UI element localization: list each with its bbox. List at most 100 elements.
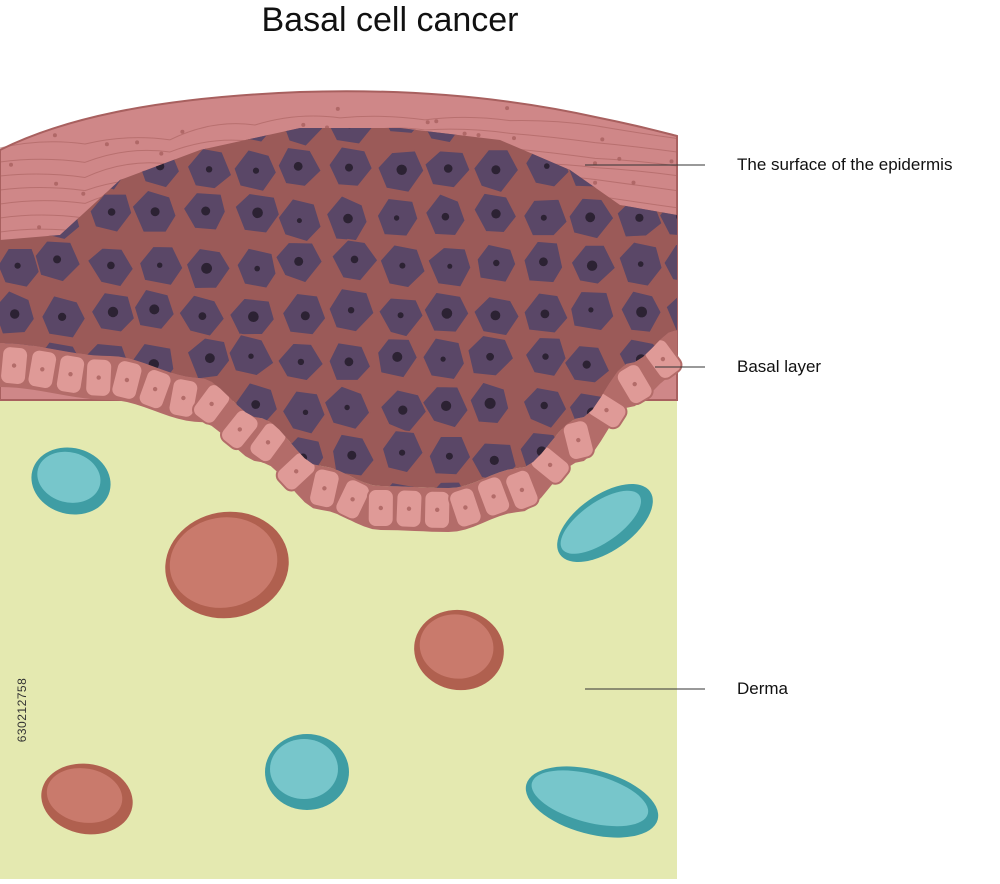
tumor-cell — [330, 238, 379, 282]
basal-cell — [26, 348, 59, 390]
epidermis-dot — [81, 191, 86, 196]
basal-cell-nucleus — [519, 487, 525, 493]
basal-cell-nucleus — [322, 486, 327, 491]
basal-cell — [167, 377, 200, 419]
tumor-cell-nucleus — [398, 405, 408, 415]
tumor-cell-nucleus — [588, 307, 594, 313]
cell-core — [419, 614, 494, 679]
tumor-cell — [40, 294, 87, 340]
tumor-cell — [88, 192, 133, 234]
tumor-cell-nucleus — [683, 260, 689, 266]
tumor-cell-nucleus — [251, 400, 261, 409]
tumor-cell — [617, 240, 664, 288]
derma-cells — [31, 447, 659, 838]
basal-cell — [334, 478, 371, 521]
tumor-cell-nucleus — [294, 256, 304, 266]
tumor-cell — [0, 128, 33, 144]
diagram-title: Basal cell cancer — [261, 1, 519, 39]
tumor-cell-nucleus — [440, 356, 446, 362]
tumor-cell — [522, 291, 570, 335]
tumor-cell-nucleus — [205, 353, 215, 364]
tumor-cell — [424, 192, 467, 237]
tumor-cell — [0, 247, 42, 289]
tumor-cell-nucleus — [542, 353, 549, 360]
basal-cell-nucleus — [604, 407, 609, 413]
tumor-cell-nucleus — [637, 261, 644, 267]
tumor-cell-nucleus — [540, 401, 548, 410]
tumor-cell — [522, 198, 569, 237]
epidermis-dot — [180, 129, 185, 134]
epidermis-fiber — [0, 115, 677, 149]
tumor-cell-nucleus — [302, 409, 309, 415]
tumor-cell — [428, 435, 472, 476]
tumor-cell-nucleus — [540, 309, 550, 319]
tumor-cell-body — [665, 293, 677, 335]
basal-cell-nucleus — [463, 505, 468, 510]
tumor-cell — [327, 287, 376, 333]
basal-cell-nucleus — [547, 462, 553, 468]
epidermis-dot — [434, 119, 439, 124]
red-blood-cell — [41, 763, 133, 835]
tumor-cell — [665, 293, 677, 335]
basal-cell-nucleus — [660, 356, 666, 362]
basal-cell — [448, 486, 483, 529]
tumor-cell-nucleus — [635, 113, 642, 120]
tumor-cell-nucleus — [484, 397, 496, 409]
tumor-cell-nucleus — [393, 215, 400, 221]
epidermis-dot — [669, 159, 674, 164]
epidermis-dot — [159, 151, 164, 156]
basal-cell — [54, 353, 87, 395]
tumor-cell-body — [0, 128, 33, 144]
tumor-cell-nucleus — [582, 360, 591, 369]
epidermis-dot — [600, 137, 605, 142]
tumor-cell-nucleus — [586, 260, 598, 271]
basal-cell-nucleus — [152, 386, 158, 392]
tumor-cell-nucleus — [345, 163, 353, 172]
tumor-cell-nucleus — [14, 262, 21, 269]
tumor-cell — [186, 147, 233, 190]
basal-cell-nucleus — [209, 401, 214, 407]
tumor-cell — [280, 128, 324, 148]
tumor-cell-nucleus — [636, 306, 647, 318]
epidermis-dot — [37, 225, 42, 230]
basal-cell — [394, 488, 424, 529]
tumor-cell-body — [423, 481, 472, 488]
tumor-cell-body — [378, 481, 427, 488]
epidermis-dot — [505, 106, 510, 111]
epidermis-dot — [104, 142, 109, 147]
tumor-cell-body — [377, 128, 427, 135]
tumor-cell-nucleus — [201, 206, 211, 216]
basal-cell-nucleus — [237, 427, 243, 432]
tumor-cell-nucleus — [53, 255, 62, 264]
cell-core — [169, 517, 278, 608]
epidermis-dot — [593, 161, 597, 166]
tumor-cell-nucleus — [680, 450, 685, 455]
stock-id-watermark: 630212758 — [12, 640, 32, 780]
tumor-cell-nucleus — [58, 312, 67, 321]
cell-core — [560, 490, 641, 554]
basal-cell — [366, 487, 395, 529]
basal-cell-nucleus — [40, 367, 45, 372]
label-basal-layer: Basal layer — [737, 357, 822, 376]
tumor-cell — [377, 296, 425, 338]
tumor-cell-nucleus — [540, 214, 547, 221]
basal-cell-nucleus — [406, 506, 412, 511]
basal-cell-nucleus — [378, 505, 383, 511]
tumor-cell-nucleus — [344, 357, 354, 367]
tumor-cell — [619, 289, 663, 334]
tumor-cell-nucleus — [107, 261, 115, 270]
tumor-cell-nucleus — [443, 164, 453, 173]
tumor-cell — [276, 342, 325, 382]
basal-cell-nucleus — [576, 437, 581, 443]
tumor-cell — [567, 197, 615, 240]
tumor-cell — [421, 336, 466, 381]
tumor-cell — [185, 247, 232, 290]
tumor-cell — [86, 247, 135, 288]
tumor-cell — [327, 341, 372, 382]
tumor-cell-nucleus — [490, 310, 501, 321]
basal-cell-nucleus — [181, 395, 186, 401]
tumor-cell-nucleus — [107, 208, 116, 216]
epidermis-dot — [593, 180, 598, 185]
tumor-cell-nucleus — [252, 207, 263, 219]
